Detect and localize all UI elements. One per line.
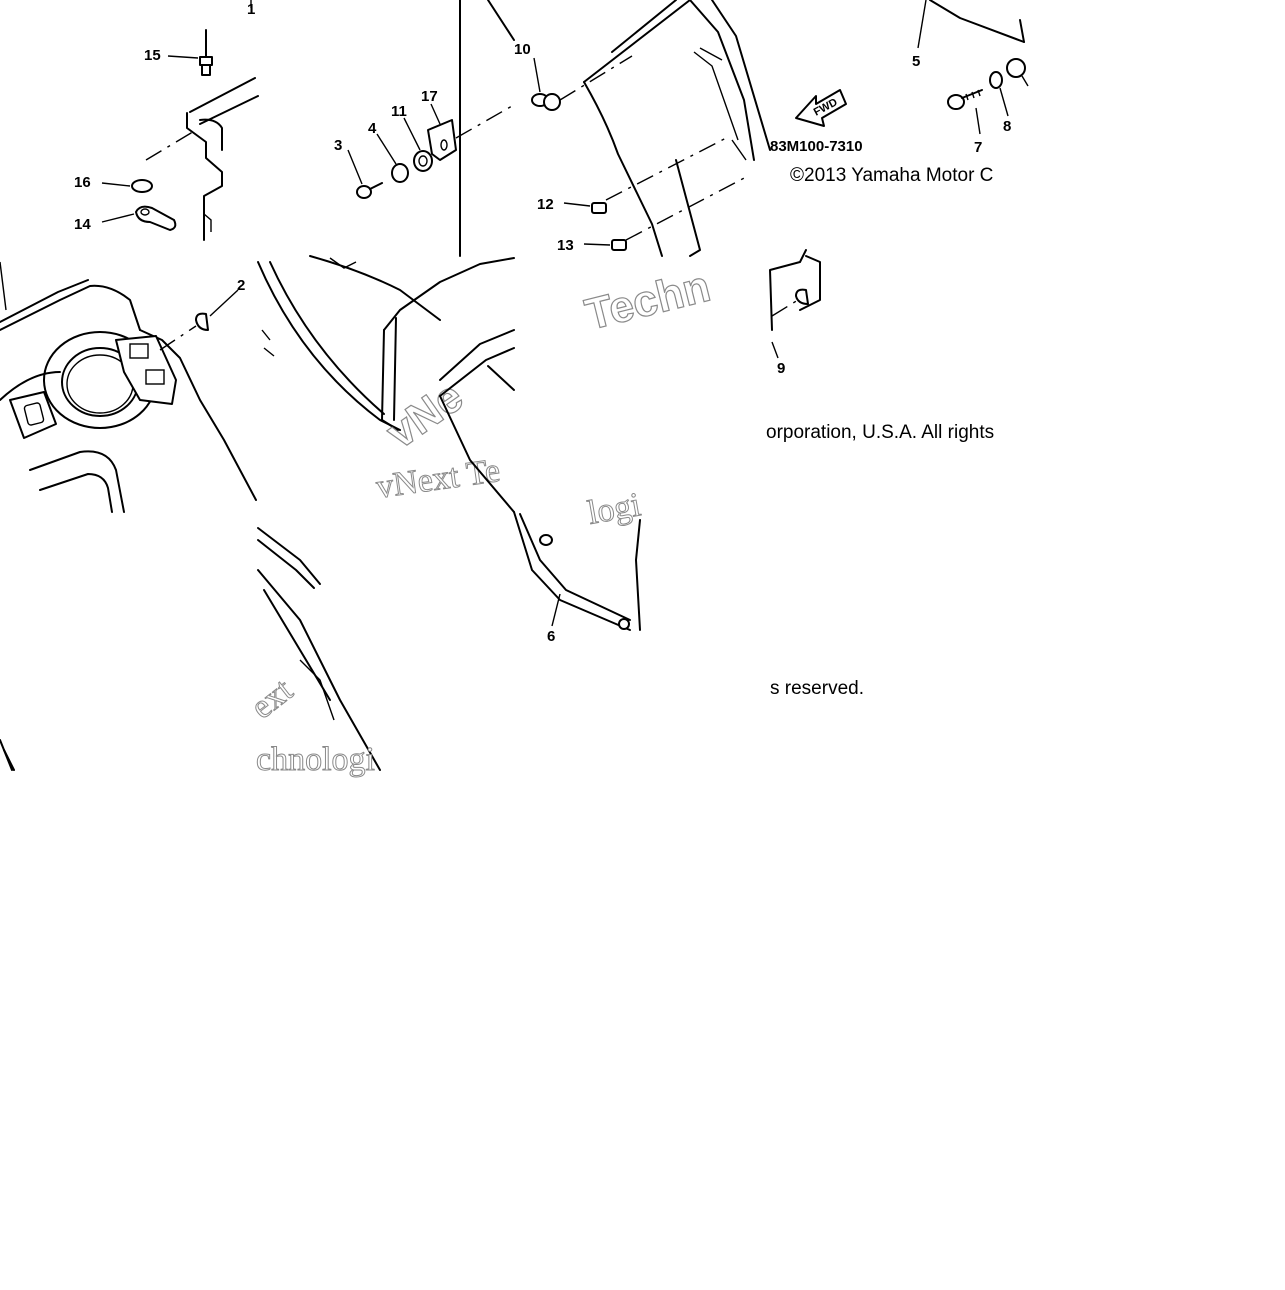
side-cover-tile: Techn orporation, U.S.A. All rights (439, 249, 994, 513)
nut-part-13 (611, 239, 627, 251)
square-switch (9, 391, 57, 439)
upper-bracket-tile (101, 0, 259, 241)
washer-part-16 (131, 179, 153, 193)
clamp-part-14 (135, 205, 177, 231)
callout-12: 12 (537, 196, 554, 213)
copyright-line-2: orporation, U.S.A. All rights (766, 422, 994, 443)
callout-9: 9 (777, 360, 785, 377)
callout-10: 10 (514, 41, 531, 58)
callout-1: 1 (247, 1, 255, 18)
copyright-line-3: s reserved. (770, 678, 864, 699)
plate-part-17 (427, 119, 457, 161)
screw-part-7 (947, 89, 983, 110)
watermark-fragment-4: ext (244, 671, 300, 726)
callout-15: 15 (144, 47, 161, 64)
callout-6: 6 (547, 628, 555, 645)
callout-17: 17 (421, 88, 438, 105)
part-code: 83M100-7310 (770, 138, 863, 155)
watermark-fragment-1: Techn (581, 262, 715, 340)
grommet-part-9 (795, 288, 809, 305)
nut-part-4 (391, 163, 409, 183)
collar-bolt-part-10 (531, 93, 561, 111)
side-panel-tile (531, 0, 771, 257)
copyright-line-1: ©2013 Yamaha Motor C (790, 165, 993, 186)
pin-part-15 (199, 29, 213, 76)
callout-5: 5 (912, 53, 920, 70)
callout-16: 16 (74, 174, 91, 191)
callout-3: 3 (334, 137, 342, 154)
callout-8: 8 (1003, 118, 1011, 135)
console-tile (0, 261, 257, 513)
seat-cover-tile: vNext Te vNe (257, 255, 515, 506)
watermark-fragment-3: vNe (378, 372, 472, 458)
washer-part-8 (989, 71, 1003, 89)
bolt-part-3 (356, 182, 383, 199)
watermark-fragment-2: vNext Te (374, 452, 502, 506)
callout-14: 14 (74, 216, 91, 233)
callout-2: 2 (237, 277, 245, 294)
watermark-fragment-5: chnologi (256, 741, 375, 778)
lower-panel-tile: ext chnologi logi s reserved. (0, 486, 864, 779)
callout-7: 7 (974, 139, 982, 156)
forward-arrow-icon: FWD (795, 89, 847, 127)
callout-4: 4 (368, 120, 377, 137)
fastener-group-tile (347, 0, 515, 257)
latch-block (115, 335, 177, 405)
callout-11: 11 (391, 103, 407, 120)
clip-part-2 (195, 312, 209, 331)
watermark-fragment-6: logi (585, 486, 644, 532)
collar-part (1006, 58, 1026, 78)
nut-part-12 (591, 202, 607, 214)
grommet-part-11 (413, 150, 433, 172)
callout-labels: 1 2 3 4 5 6 7 8 9 10 11 12 13 14 15 16 1… (74, 1, 1011, 645)
callout-13: 13 (557, 237, 574, 254)
fwd-bolt-tile: FWD 83M100-7310 ©2013 Yamaha Motor C (770, 0, 1029, 186)
